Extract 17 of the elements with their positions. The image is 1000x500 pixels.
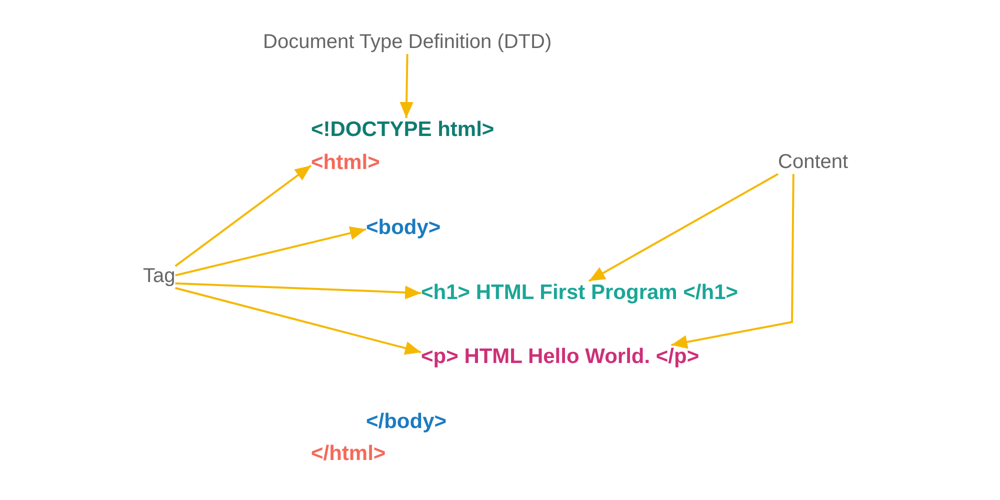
code-line: <h1> HTML First Program </h1> bbox=[421, 281, 738, 306]
arrow bbox=[671, 174, 794, 349]
code-line: <html> bbox=[311, 151, 380, 176]
arrow bbox=[400, 54, 414, 118]
arrow bbox=[175, 226, 366, 276]
annotation-label: Content bbox=[778, 151, 848, 174]
annotation-label: Tag bbox=[143, 265, 176, 288]
code-line: <p> HTML Hello World. </p> bbox=[421, 345, 700, 370]
arrow bbox=[588, 173, 778, 282]
arrow bbox=[174, 164, 312, 267]
arrow bbox=[175, 282, 422, 300]
code-line: <body> bbox=[366, 216, 441, 240]
arrow bbox=[175, 287, 422, 355]
code-line: <!DOCTYPE html> bbox=[311, 118, 494, 142]
code-line: </body> bbox=[366, 410, 447, 434]
code-line: </html> bbox=[311, 442, 386, 466]
annotation-label: Document Type Definition (DTD) bbox=[263, 31, 552, 54]
